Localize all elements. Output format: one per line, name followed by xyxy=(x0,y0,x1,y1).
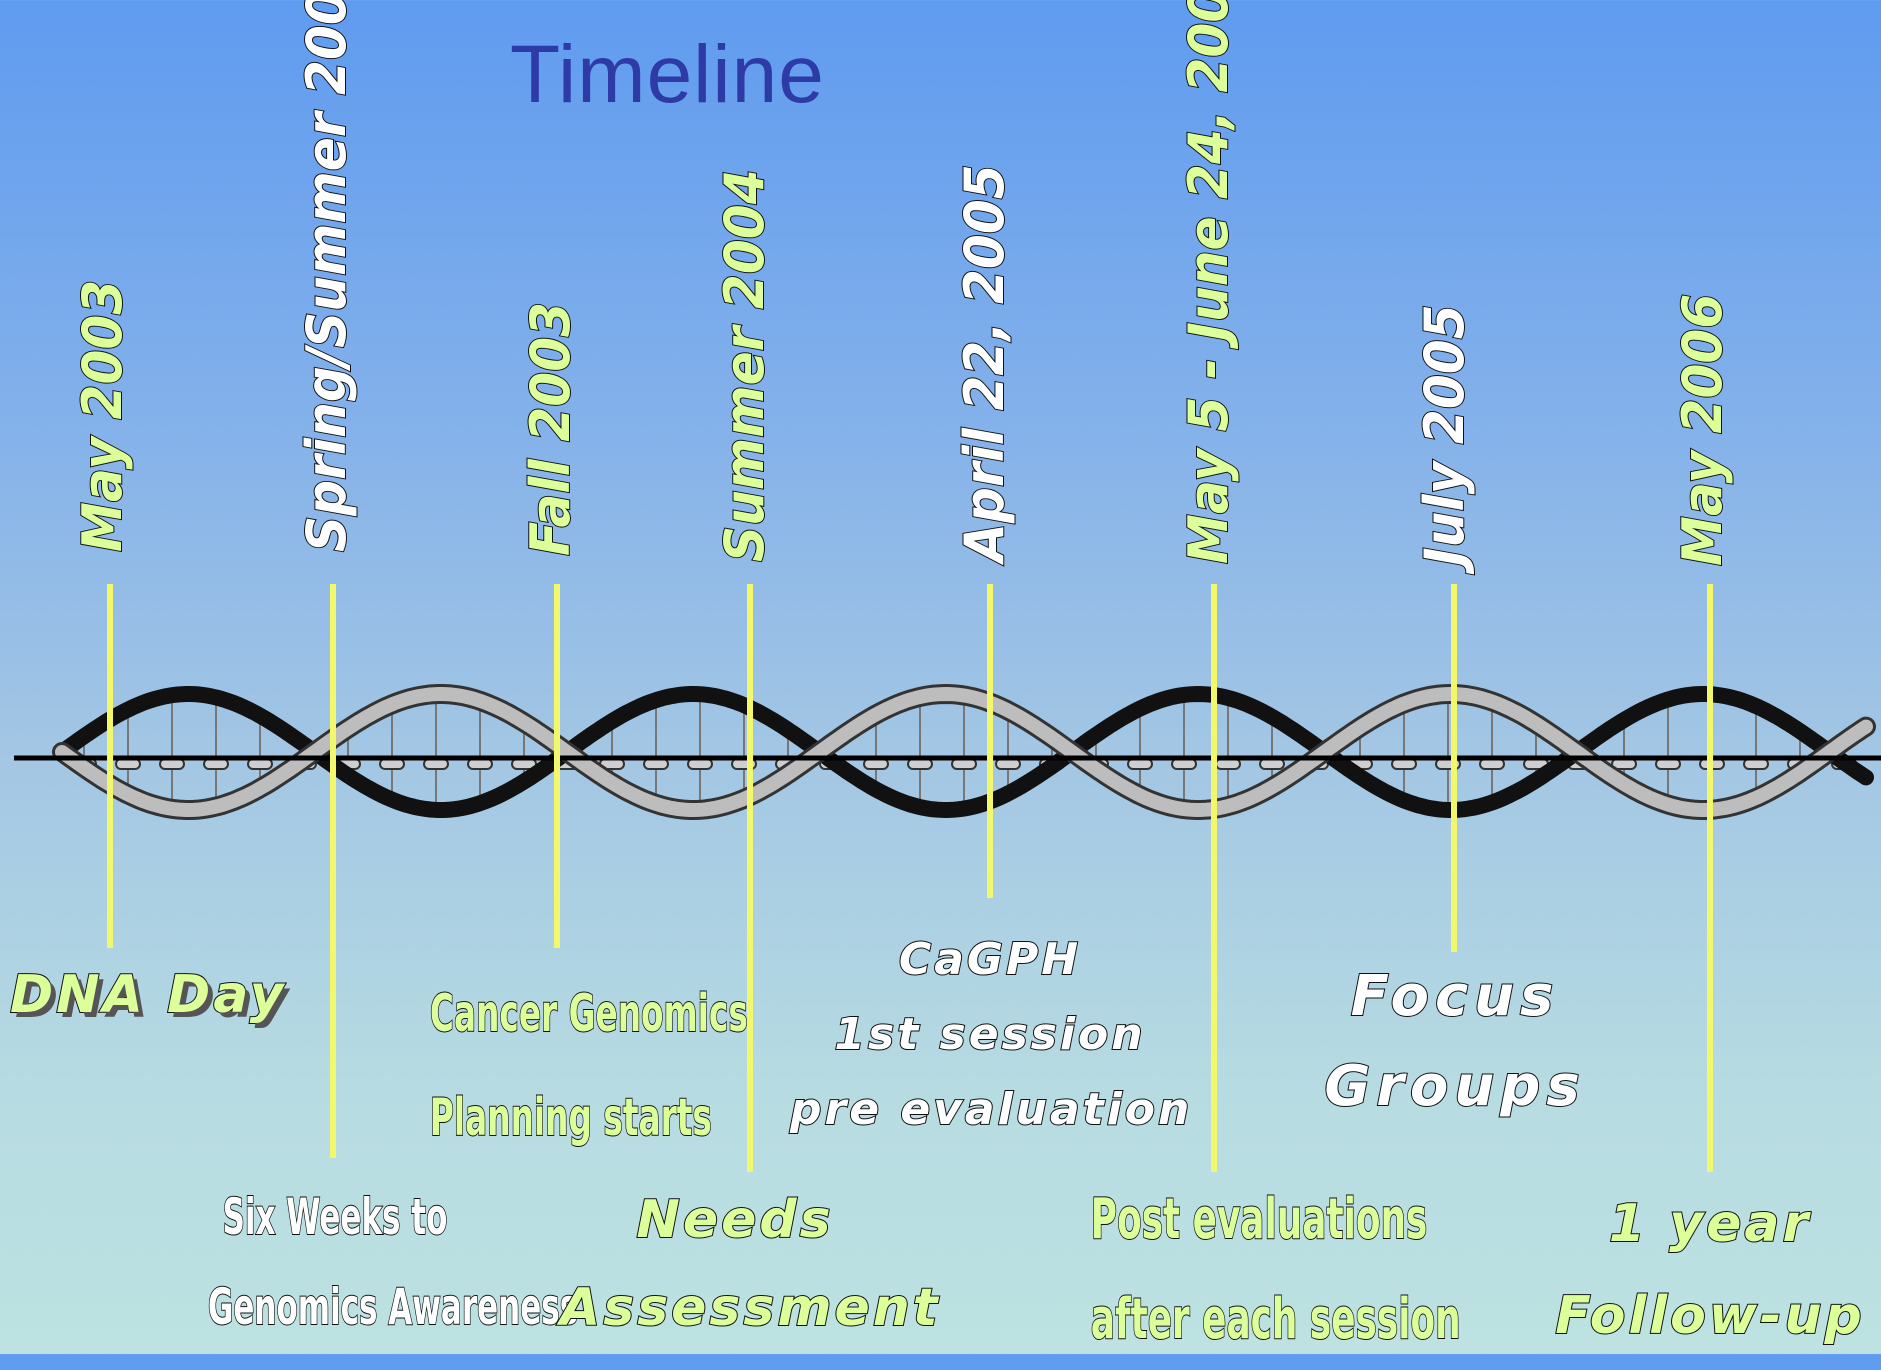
label-line: Cancer Genomics xyxy=(429,983,748,1045)
label-line: Groups xyxy=(1323,1053,1586,1120)
label-line: Genomics Awareness xyxy=(207,1277,579,1337)
date-may-2003: May 2003 xyxy=(70,279,135,553)
date-july-2005: July 2005 xyxy=(1412,303,1477,567)
date-fall-2003: Fall 2003 xyxy=(518,301,583,557)
label-dna-day: DNA Day xyxy=(9,960,287,1030)
label-line: CaGPH xyxy=(898,933,1082,986)
label-needs-assessment: Needs Assessment xyxy=(559,1176,941,1352)
label-line: DNA Day xyxy=(9,964,287,1026)
label-line: pre evaluation xyxy=(789,1083,1193,1136)
label-six-weeks: Six Weeks to Genomics Awareness xyxy=(130,1172,579,1352)
label-follow-up: 1 year Follow-up xyxy=(1550,1178,1870,1362)
slide-title: Timeline xyxy=(510,29,825,120)
date-summer-2004: Summer 2004 xyxy=(712,168,777,563)
label-line: Follow-up xyxy=(1554,1285,1865,1347)
label-post-evaluations: Post evaluations after each session xyxy=(1008,1170,1468,1370)
label-line: 1st session xyxy=(833,1008,1146,1061)
label-line: Post evaluations xyxy=(1090,1186,1428,1253)
date-april-22-2005: April 22, 2005 xyxy=(952,163,1017,563)
date-may5-june24-2005: May 5 - June 24, 2005 xyxy=(1176,0,1241,565)
label-line: after each session xyxy=(1090,1286,1461,1353)
label-line: Six Weeks to xyxy=(222,1187,448,1247)
label-cagph-session: CaGPH 1st session pre evaluation xyxy=(789,922,1193,1147)
label-focus-groups: Focus Groups xyxy=(1300,952,1610,1132)
label-cancer-genomics: Cancer Genomics Planning starts xyxy=(355,962,760,1170)
label-line: Assessment xyxy=(559,1277,941,1339)
label-line: Focus xyxy=(1350,963,1560,1030)
label-line: Needs xyxy=(635,1189,834,1251)
date-may-2006: May 2006 xyxy=(1670,293,1735,567)
date-spring-summer-2003: Spring/Summer 2003 xyxy=(294,0,359,553)
label-line: 1 year xyxy=(1608,1193,1812,1255)
label-line: Planning starts xyxy=(429,1087,712,1149)
